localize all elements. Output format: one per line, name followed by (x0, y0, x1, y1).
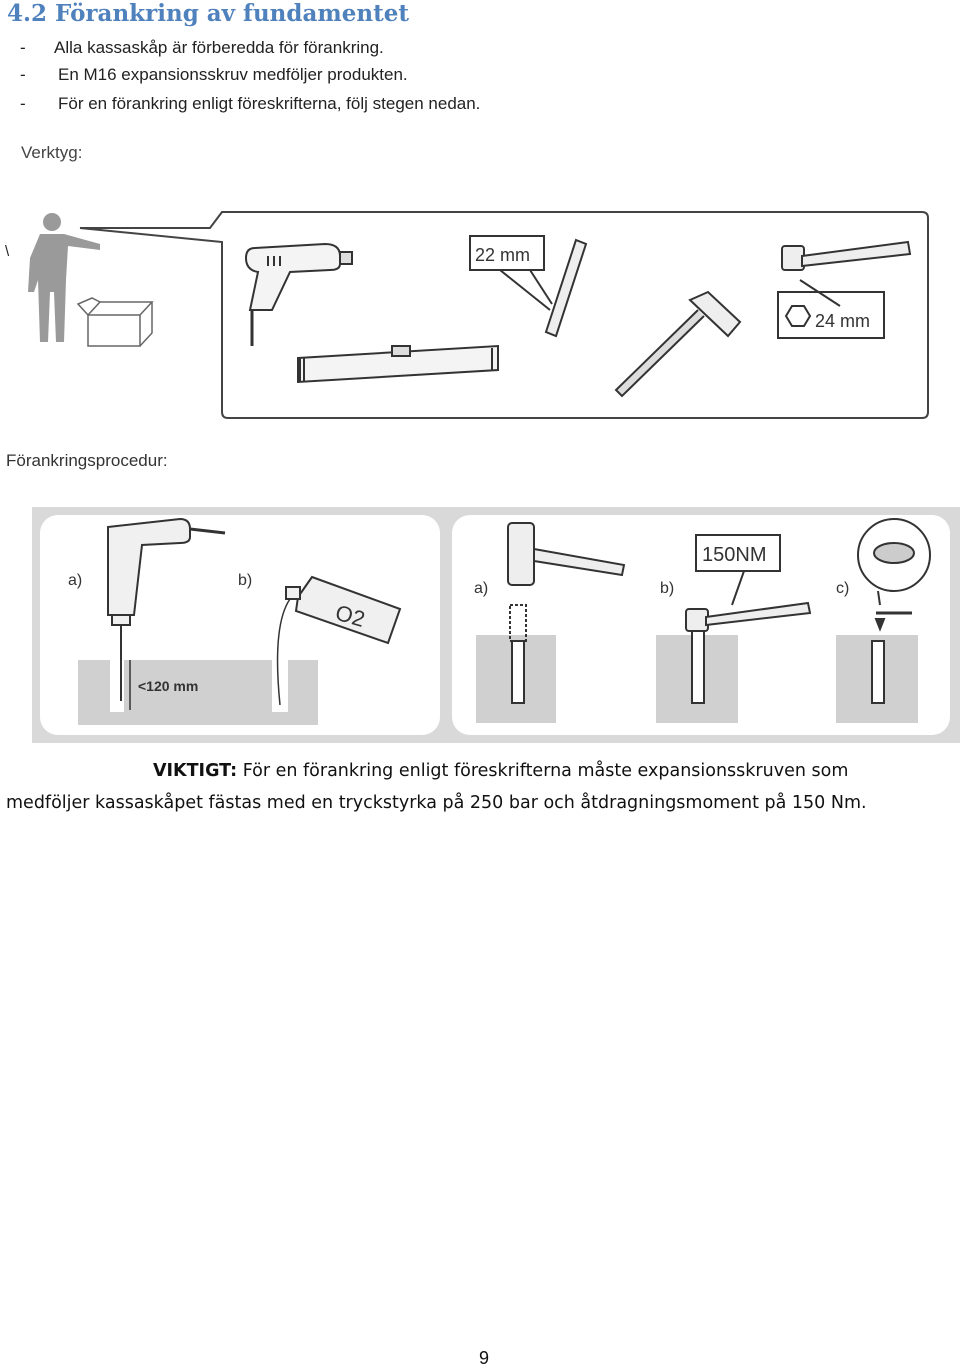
important-prefix: VIKTIGT: (153, 761, 238, 781)
box-icon (76, 297, 154, 347)
tools-illustration: 22 mm 24 mm (28, 211, 929, 419)
section-heading: 4.2 Förankring av fundamentet (7, 0, 409, 27)
stray-mark: \ (5, 243, 10, 260)
hammer-icon (614, 290, 742, 398)
page-number: 9 (479, 1348, 490, 1368)
step-label: b) (660, 580, 674, 597)
step-label: c) (836, 580, 849, 597)
socket-size-label: 24 mm (815, 311, 870, 331)
drill-icon (107, 517, 226, 701)
step-label: b) (238, 572, 252, 589)
bullet-marker: - (20, 38, 26, 57)
tools-label: Verktyg: (21, 143, 83, 162)
drill-icon (244, 242, 353, 346)
drill-bit-icon (469, 235, 588, 338)
procedure-label: Förankringsprocedur: (6, 451, 168, 470)
step-label: a) (474, 580, 488, 597)
torque-label: 150NM (702, 544, 766, 566)
cap-icon (857, 518, 931, 632)
important-text: För en förankring enligt föreskrifterna … (242, 761, 849, 781)
spray-can-icon (276, 575, 402, 706)
ratchet-wrench-icon (777, 240, 912, 339)
spirit-level-icon (297, 344, 499, 384)
bullet-text: En M16 expansionsskruv medföljer produkt… (58, 65, 408, 84)
procedure-illustration: <120 mm a) b) O2 a) b) c) 150NM (32, 507, 960, 743)
torque-wrench-icon (685, 534, 812, 632)
depth-label: <120 mm (138, 678, 198, 694)
bullet-text: Alla kassaskåp är förberedda för förankr… (54, 38, 384, 57)
hammer-icon (507, 522, 626, 642)
important-line1: VIKTIGT: För en förankring enligt föresk… (153, 761, 848, 781)
person-figure (28, 213, 100, 342)
anchor-bolt-icon (511, 630, 885, 704)
bullet-marker: - (20, 65, 26, 84)
bullet-marker: - (20, 94, 26, 113)
step-label: a) (68, 572, 82, 589)
bullet-text: För en förankring enligt föreskrifterna,… (58, 94, 481, 113)
important-line2: medföljer kassaskåpet fästas med en tryc… (6, 793, 867, 813)
drill-bit-size-label: 22 mm (475, 245, 530, 265)
